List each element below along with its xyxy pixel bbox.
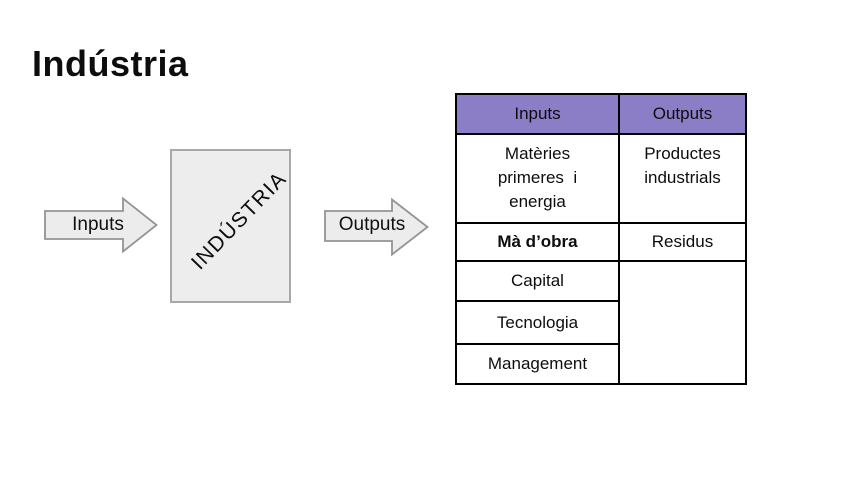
cell-input-management: Management (455, 343, 620, 385)
industry-box: INDÚSTRIA (170, 149, 291, 303)
table-header-row: Inputs Outputs (455, 93, 747, 135)
header-cell-outputs: Outputs (618, 93, 747, 135)
table-row: Mà d’obra Residus (455, 222, 747, 262)
table-row: Management (455, 343, 746, 385)
cell-input-capital: Capital (455, 260, 620, 302)
header-cell-inputs: Inputs (455, 93, 620, 135)
cell-output-productes: Productes industrials (618, 133, 747, 224)
industry-box-label: INDÚSTRIA (186, 167, 292, 275)
inputs-arrow-label: Inputs (72, 214, 124, 235)
inputs-outputs-table: Inputs Outputs Matèries primeres i energ… (455, 93, 747, 385)
right-arrow-icon (324, 197, 429, 257)
table-row: Capital (455, 260, 747, 385)
cell-input-tecnologia: Tecnologia (455, 300, 620, 345)
cell-output-residus: Residus (618, 222, 747, 262)
outputs-arrow-shape: Outputs (324, 197, 429, 257)
cell-input-ma-dobra: Mà d’obra (455, 222, 620, 262)
cell-input-materies: Matèries primeres i energia (455, 133, 620, 224)
slide-title: Indústria (32, 43, 189, 84)
table-row: Matèries primeres i energia Productes in… (455, 133, 747, 224)
right-arrow-icon (44, 196, 158, 254)
table-row: Tecnologia (455, 300, 746, 345)
inputs-arrow-shape: Inputs (44, 196, 158, 254)
outputs-arrow-label: Outputs (338, 214, 406, 235)
cell-output-empty-merged (618, 260, 747, 385)
